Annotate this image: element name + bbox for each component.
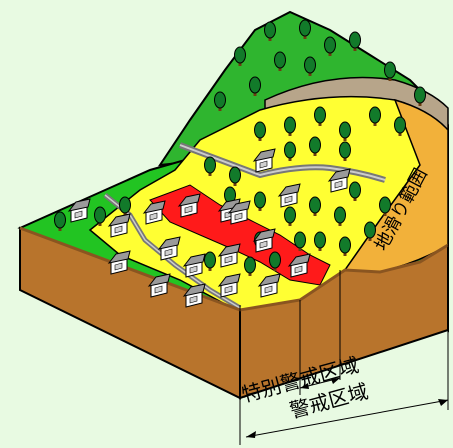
tree-icon bbox=[339, 141, 351, 161]
tree-icon bbox=[384, 61, 396, 81]
tree-icon bbox=[214, 91, 226, 111]
tree-icon bbox=[334, 206, 346, 226]
tree-icon bbox=[324, 36, 336, 56]
house-icon bbox=[157, 236, 181, 261]
tree-icon bbox=[244, 256, 256, 276]
house-icon bbox=[217, 273, 241, 298]
tree-icon bbox=[294, 231, 306, 251]
house-icon bbox=[252, 148, 276, 173]
tree-icon bbox=[254, 191, 266, 211]
tree-icon bbox=[309, 196, 321, 216]
house-icon bbox=[107, 213, 131, 238]
tree-icon bbox=[274, 51, 286, 71]
house-icon bbox=[182, 283, 206, 308]
house-icon bbox=[257, 273, 281, 298]
house-icon bbox=[277, 183, 301, 208]
tree-icon bbox=[379, 196, 391, 216]
tree-icon bbox=[119, 196, 131, 216]
tree-icon bbox=[264, 21, 276, 41]
house-icon bbox=[217, 243, 241, 268]
tree-icon bbox=[54, 211, 66, 231]
tree-icon bbox=[349, 181, 361, 201]
tree-icon bbox=[204, 156, 216, 176]
tree-icon bbox=[284, 141, 296, 161]
house-icon bbox=[147, 273, 171, 298]
house-icon bbox=[177, 193, 201, 218]
house-icon bbox=[287, 253, 311, 278]
tree-icon bbox=[229, 166, 241, 186]
tree-icon bbox=[314, 106, 326, 126]
tree-icon bbox=[204, 251, 216, 271]
houses-group bbox=[67, 148, 351, 308]
dimension-arrowheads bbox=[246, 378, 448, 438]
house-icon bbox=[327, 168, 351, 193]
tree-icon bbox=[364, 221, 376, 241]
tree-icon bbox=[339, 121, 351, 141]
zone-dimension-lines bbox=[239, 245, 449, 445]
house-icon bbox=[182, 253, 206, 278]
tree-icon bbox=[284, 116, 296, 136]
tree-icon bbox=[249, 76, 261, 96]
tree-icon bbox=[254, 121, 266, 141]
tree-icon bbox=[349, 31, 361, 51]
tree-icon bbox=[234, 46, 246, 66]
tree-icon bbox=[269, 251, 281, 271]
tree-icon bbox=[94, 206, 106, 226]
tree-icon bbox=[339, 236, 351, 256]
tree-icon bbox=[309, 136, 321, 156]
house-icon bbox=[142, 200, 166, 225]
tree-icon bbox=[299, 19, 311, 39]
tree-icon bbox=[304, 56, 316, 76]
road-upper-edge bbox=[179, 144, 386, 181]
house-icon bbox=[227, 200, 251, 225]
tree-icon bbox=[394, 116, 406, 136]
tree-icon bbox=[314, 231, 326, 251]
tree-icon bbox=[414, 86, 426, 106]
house-icon bbox=[107, 250, 131, 275]
house-icon bbox=[67, 198, 91, 223]
tree-icon bbox=[369, 106, 381, 126]
house-icon bbox=[252, 228, 276, 253]
tree-icon bbox=[284, 206, 296, 226]
